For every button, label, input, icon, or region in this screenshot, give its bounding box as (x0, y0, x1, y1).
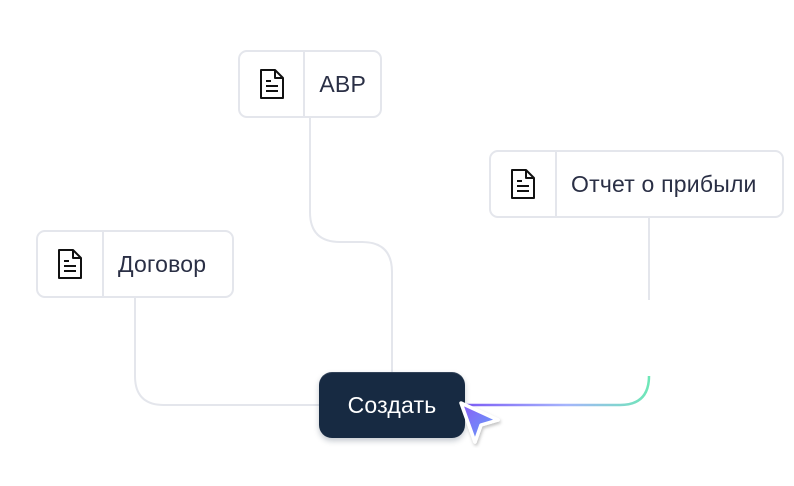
document-node-label: Отчет о прибыли (571, 170, 757, 197)
document-node-label: Договор (118, 250, 207, 277)
document-icon (259, 69, 284, 99)
document-icon (58, 249, 82, 279)
document-node-label: АВР (319, 70, 366, 97)
document-icon-cell (240, 52, 306, 116)
connector-contract (134, 298, 319, 406)
connector-profit-report-glow (465, 375, 651, 407)
connector-avr (309, 118, 393, 372)
document-node-contract[interactable]: Договор (36, 230, 234, 298)
document-icon-cell (491, 152, 557, 216)
document-node-profit-report[interactable]: Отчет о прибыли (489, 150, 784, 218)
document-icon-cell (38, 232, 104, 296)
create-button[interactable]: Создать (319, 372, 465, 438)
pointer-cursor-icon (459, 401, 500, 444)
document-icon (511, 169, 535, 199)
document-node-avr[interactable]: АВР (238, 50, 382, 118)
